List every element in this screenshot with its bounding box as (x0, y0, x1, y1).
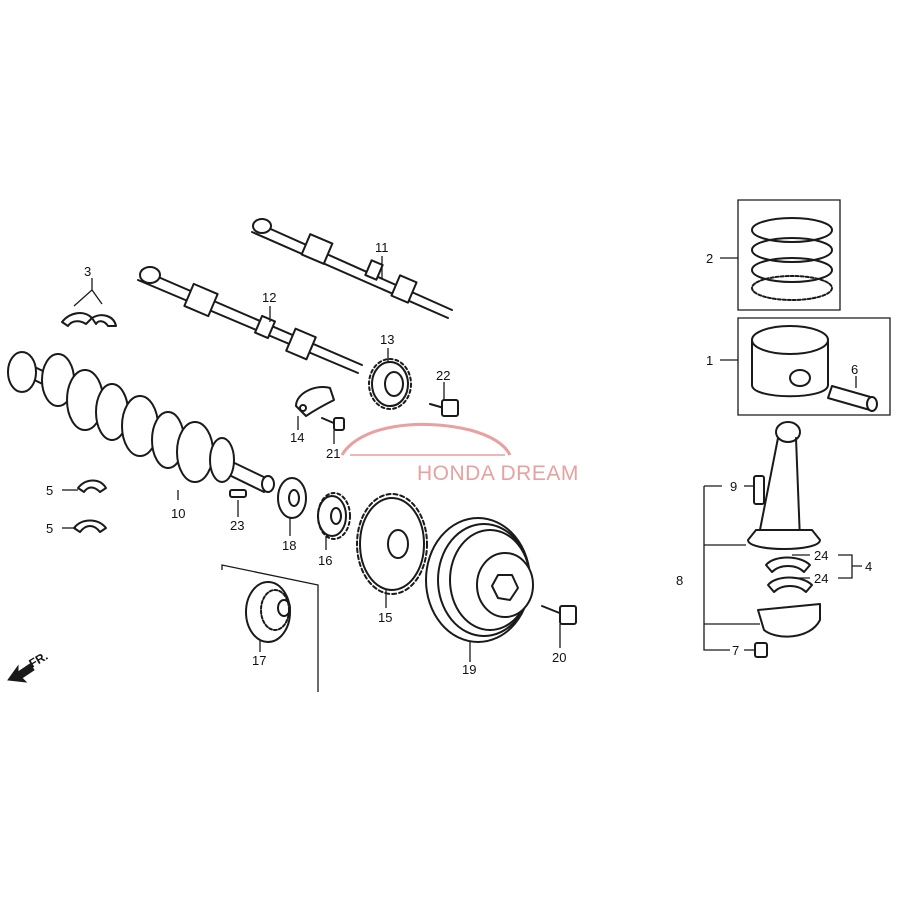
piston-pin (827, 385, 878, 412)
callout-13: 13 (380, 332, 394, 347)
callout-24-lower: 24 (814, 571, 828, 586)
bolt-21 (321, 417, 345, 431)
plate-14 (295, 386, 335, 417)
rod-nut (754, 642, 768, 658)
callout-9: 9 (730, 479, 737, 494)
callout-11: 11 (375, 240, 389, 255)
watermark-text: HONDA DREAM (417, 462, 579, 485)
balancer-gear (368, 358, 412, 410)
bolt-22 (429, 399, 459, 417)
watermark-logo: HONDA DREAM (340, 422, 579, 485)
callout-17: 17 (252, 653, 266, 668)
callout-5-upper: 5 (46, 483, 53, 498)
crank-pulley-19 (425, 517, 534, 643)
callout-2: 2 (706, 251, 713, 266)
callout-3: 3 (84, 264, 91, 279)
washer-18 (277, 477, 307, 519)
callout-20: 20 (552, 650, 566, 665)
crankshaft (7, 351, 275, 493)
callout-6: 6 (851, 362, 858, 377)
callout-labels: 3 5 5 10 23 11 12 13 22 14 21 18 16 15 1… (46, 240, 872, 677)
callout-23: 23 (230, 518, 244, 533)
leader-lines (62, 256, 862, 662)
callout-15: 15 (378, 610, 392, 625)
callout-21: 21 (326, 446, 340, 461)
callout-14: 14 (290, 430, 304, 445)
callout-16: 16 (318, 553, 332, 568)
callout-18: 18 (282, 538, 296, 553)
callout-7: 7 (732, 643, 739, 658)
callout-24-upper: 24 (814, 548, 828, 563)
thrust-bearing-shells (61, 312, 117, 327)
piston-rings (737, 199, 841, 311)
callout-19: 19 (462, 662, 476, 677)
crank-gear-16 (317, 492, 351, 540)
timing-pulley-15 (356, 493, 428, 595)
callout-8: 8 (676, 573, 683, 588)
woodruff-key (229, 489, 247, 498)
bolt-20 (541, 605, 577, 625)
callout-5-lower: 5 (46, 521, 53, 536)
callout-1: 1 (706, 353, 713, 368)
rod-bolt (753, 475, 765, 505)
main-bearing-shells (73, 479, 107, 533)
balancer-shaft-front (137, 266, 363, 374)
callout-22: 22 (436, 368, 450, 383)
oil-pump-gear-17 (221, 564, 319, 692)
piston (737, 317, 891, 416)
callout-10: 10 (171, 506, 185, 521)
callout-4: 4 (865, 559, 872, 574)
front-direction-arrow: FR. (7, 649, 50, 683)
callout-12: 12 (262, 290, 276, 305)
connecting-rod (747, 421, 821, 638)
balancer-shaft-rear (251, 218, 453, 319)
